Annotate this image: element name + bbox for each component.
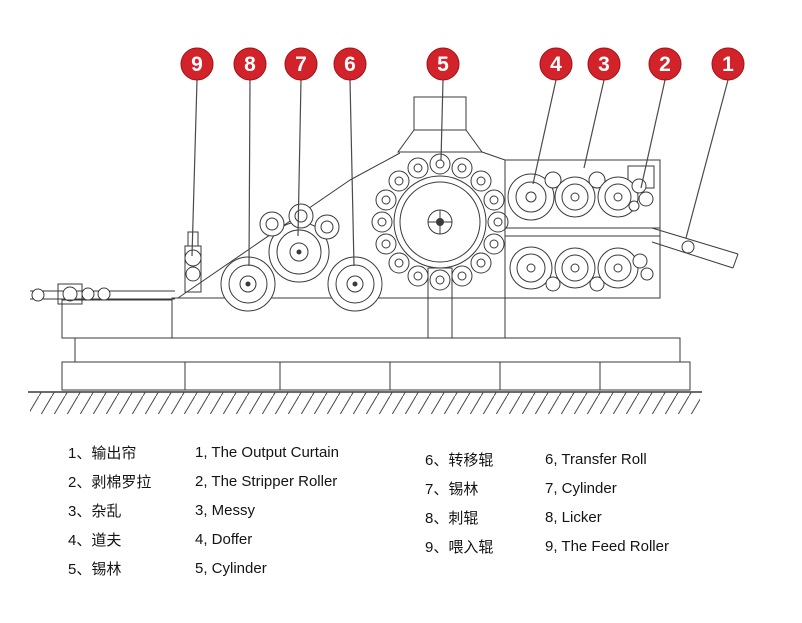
leader-line-3 bbox=[583, 79, 605, 169]
legend-column-left: 1、输出帘 1, The Output Curtain 2、剥棉罗拉 2, Th… bbox=[68, 438, 408, 583]
legend-item: 8、刺辊 8, Licker bbox=[425, 503, 755, 532]
svg-text:1: 1 bbox=[722, 53, 734, 76]
svg-text:7: 7 bbox=[295, 53, 307, 76]
legend-item: 3、杂乱 3, Messy bbox=[68, 496, 408, 525]
leader-line-2 bbox=[640, 79, 666, 189]
legend-zh: 2、剥棉罗拉 bbox=[68, 474, 152, 491]
callout-2: 2 bbox=[648, 47, 682, 81]
svg-text:2: 2 bbox=[659, 53, 671, 76]
doffer-section bbox=[504, 159, 661, 299]
legend-en: 7, Cylinder bbox=[545, 480, 617, 497]
machine-diagram: 9 8 7 6 5 4 3 bbox=[28, 47, 745, 414]
legend-item: 4、道夫 4, Doffer bbox=[68, 525, 408, 554]
legend-zh: 9、喂入辊 bbox=[425, 539, 494, 556]
legend-column-right: 6、转移辊 6, Transfer Roll 7、锡林 7, Cylinder … bbox=[425, 438, 755, 583]
legend-en: 8, Licker bbox=[545, 509, 602, 526]
hood bbox=[177, 96, 506, 299]
legend-item: 5、锡林 5, Cylinder bbox=[68, 554, 408, 583]
legend-en: 6, Transfer Roll bbox=[545, 451, 647, 468]
legend-en: 3, Messy bbox=[195, 502, 256, 519]
leader-line-8 bbox=[248, 79, 251, 267]
svg-text:9: 9 bbox=[191, 53, 203, 76]
callout-6: 6 bbox=[333, 47, 367, 81]
legend-zh: 3、杂乱 bbox=[68, 503, 122, 520]
legend-zh: 4、道夫 bbox=[68, 532, 122, 549]
svg-text:5: 5 bbox=[437, 53, 449, 76]
ground-hatch bbox=[28, 391, 702, 414]
callouts: 9 8 7 6 5 4 3 bbox=[180, 47, 745, 81]
base-frame bbox=[61, 337, 691, 391]
legend-en: 5, Cylinder bbox=[195, 560, 267, 577]
main-cylinder bbox=[371, 153, 509, 339]
legend-zh: 6、转移辊 bbox=[425, 452, 494, 469]
legend-zh: 8、刺辊 bbox=[425, 510, 479, 527]
svg-text:6: 6 bbox=[344, 53, 356, 76]
callout-8: 8 bbox=[233, 47, 267, 81]
callout-3: 3 bbox=[587, 47, 621, 81]
leader-line-9 bbox=[191, 79, 198, 257]
callout-4: 4 bbox=[539, 47, 573, 81]
output-incline bbox=[651, 227, 739, 269]
feed-section bbox=[30, 231, 202, 339]
legend-item: 6、转移辊 6, Transfer Roll bbox=[425, 445, 755, 474]
callout-1: 1 bbox=[711, 47, 745, 81]
svg-text:8: 8 bbox=[244, 53, 256, 76]
callout-leader-lines bbox=[191, 79, 729, 267]
leader-line-1 bbox=[685, 79, 729, 239]
legend-item: 7、锡林 7, Cylinder bbox=[425, 474, 755, 503]
legend-zh: 7、锡林 bbox=[425, 481, 479, 498]
leader-line-4 bbox=[532, 79, 557, 185]
svg-text:4: 4 bbox=[550, 53, 562, 76]
machine-drawing bbox=[30, 96, 739, 391]
leader-line-5 bbox=[440, 79, 444, 161]
legend-item: 2、剥棉罗拉 2, The Stripper Roller bbox=[68, 467, 408, 496]
legend: 1、输出帘 1, The Output Curtain 2、剥棉罗拉 2, Th… bbox=[0, 438, 802, 583]
legend-en: 1, The Output Curtain bbox=[195, 444, 339, 461]
legend-zh: 1、输出帘 bbox=[68, 445, 137, 462]
legend-en: 4, Doffer bbox=[195, 531, 253, 548]
legend-zh: 5、锡林 bbox=[68, 561, 122, 578]
callout-7: 7 bbox=[284, 47, 318, 81]
leader-line-7 bbox=[297, 79, 302, 237]
leader-line-6 bbox=[349, 79, 355, 267]
legend-item: 1、输出帘 1, The Output Curtain bbox=[68, 438, 408, 467]
callout-5: 5 bbox=[426, 47, 460, 81]
callout-9: 9 bbox=[180, 47, 214, 81]
legend-en: 9, The Feed Roller bbox=[545, 538, 669, 555]
legend-en: 2, The Stripper Roller bbox=[195, 473, 338, 490]
svg-text:3: 3 bbox=[598, 53, 610, 76]
legend-item: 9、喂入辊 9, The Feed Roller bbox=[425, 532, 755, 561]
carding-rollers bbox=[220, 203, 383, 312]
